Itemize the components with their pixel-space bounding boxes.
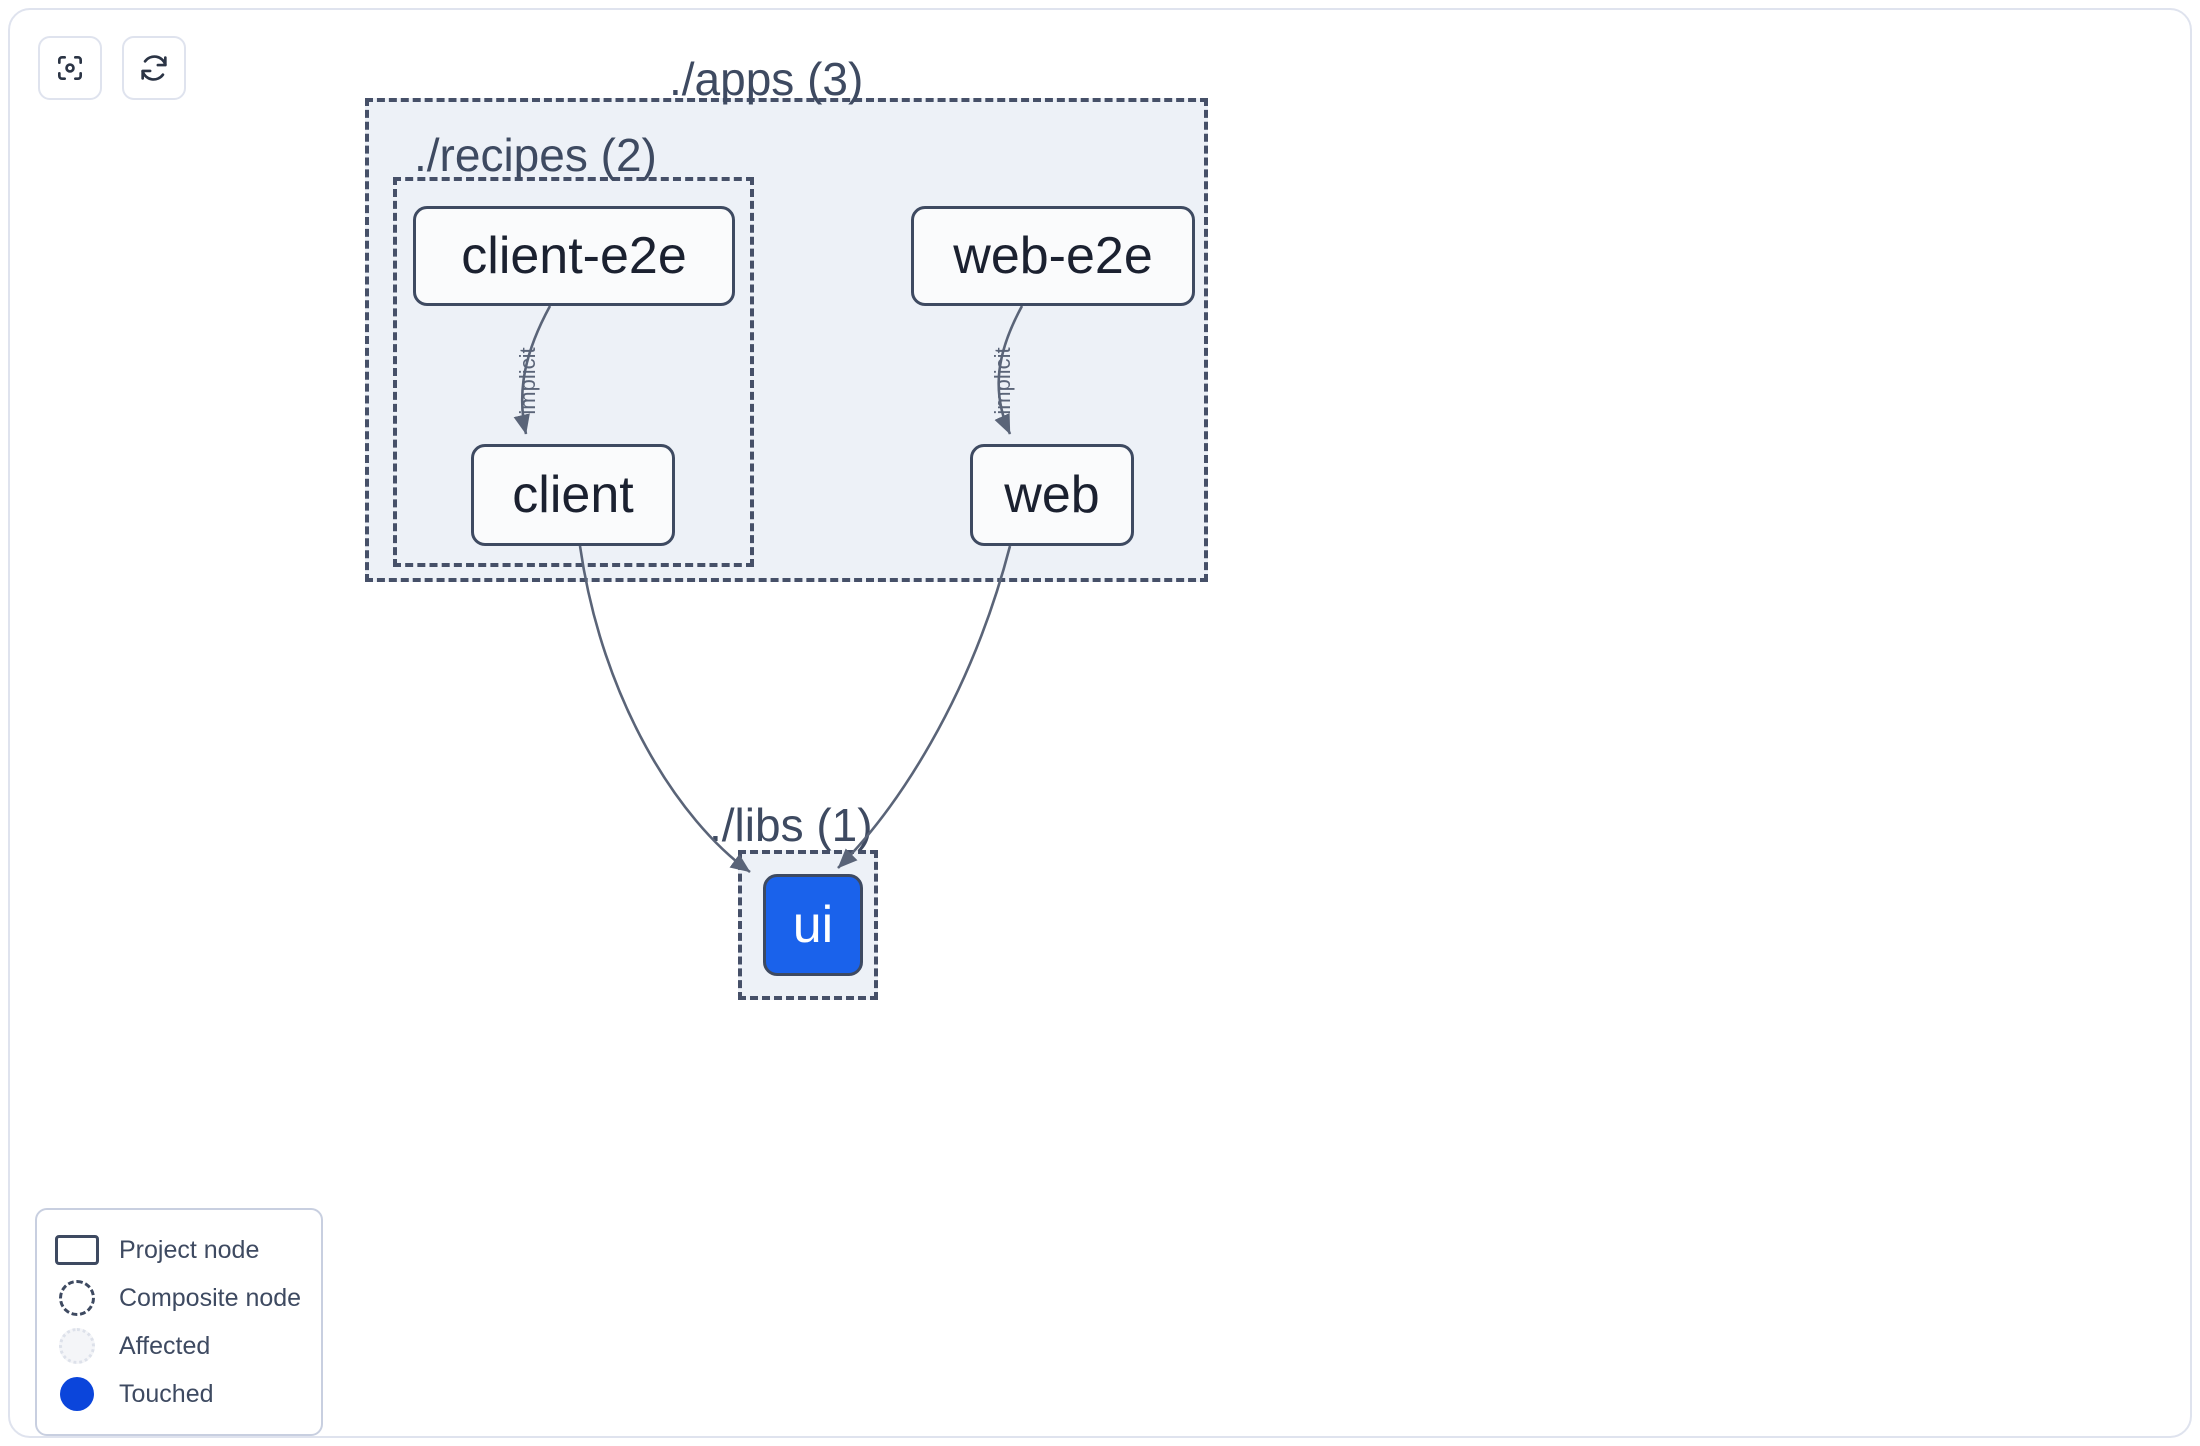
- node-client-e2e[interactable]: client-e2e: [413, 206, 735, 306]
- focus-icon: [54, 52, 86, 84]
- group-label-recipes: ./recipes (2): [414, 129, 657, 181]
- legend-label-project-node: Project node: [119, 1235, 260, 1264]
- graph-toolbar: [38, 36, 186, 100]
- graph-canvas[interactable]: ./apps (3) ./recipes (2) ./libs (1) impl…: [10, 10, 2190, 1436]
- touched-swatch-icon: [53, 1370, 101, 1418]
- graph-legend: Project node Composite node Affected Tou…: [35, 1208, 323, 1436]
- node-web[interactable]: web: [970, 444, 1134, 546]
- group-label-apps: ./apps (3): [669, 53, 864, 105]
- legend-label-touched: Touched: [119, 1379, 214, 1408]
- legend-label-affected: Affected: [119, 1331, 211, 1360]
- affected-swatch-icon: [53, 1322, 101, 1370]
- project-node-swatch-icon: [53, 1226, 101, 1274]
- refresh-graph-button[interactable]: [122, 36, 186, 100]
- composite-node-swatch-icon: [53, 1274, 101, 1322]
- node-client[interactable]: client: [471, 444, 675, 546]
- group-label-libs: ./libs (1): [709, 799, 873, 851]
- focus-graph-button[interactable]: [38, 36, 102, 100]
- node-web-e2e[interactable]: web-e2e: [911, 206, 1195, 306]
- legend-label-composite-node: Composite node: [119, 1283, 302, 1312]
- refresh-icon: [138, 52, 170, 84]
- graph-app-frame: ./apps (3) ./recipes (2) ./libs (1) impl…: [8, 8, 2192, 1438]
- legend-item-touched: Touched: [53, 1370, 303, 1418]
- legend-item-project-node: Project node: [53, 1226, 303, 1274]
- node-ui[interactable]: ui: [763, 874, 863, 976]
- legend-item-affected: Affected: [53, 1322, 303, 1370]
- legend-item-composite-node: Composite node: [53, 1274, 303, 1322]
